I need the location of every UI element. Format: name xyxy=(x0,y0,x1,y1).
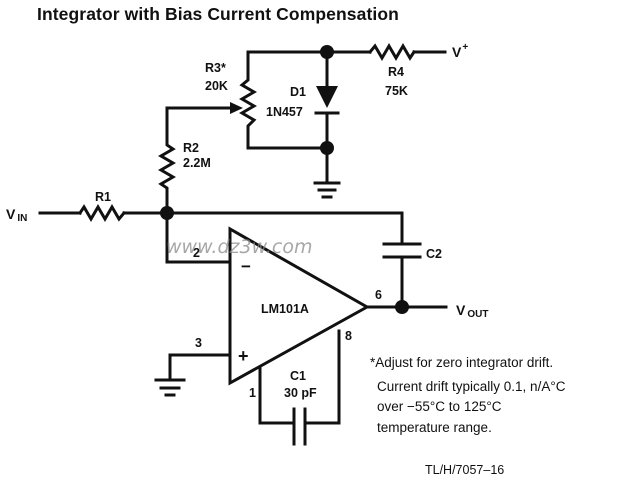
d1-diode xyxy=(314,50,340,150)
figure-id: TL/H/7057–16 xyxy=(425,463,504,477)
r4-label: R4 xyxy=(388,65,404,79)
vin-wire xyxy=(38,204,168,222)
r4-resistor xyxy=(367,43,417,61)
note-line-4: temperature range. xyxy=(377,420,492,435)
r3-wiper-arrow-icon xyxy=(230,102,243,114)
diagram-title: Integrator with Bias Current Compensatio… xyxy=(37,4,399,24)
ground-icon xyxy=(313,146,341,199)
r2-resistor xyxy=(158,106,232,215)
minus-sign: − xyxy=(241,257,251,276)
vplus-label: V+ xyxy=(452,42,468,60)
c1-value: 30 pF xyxy=(284,386,317,400)
pin-8-label: 8 xyxy=(345,329,352,343)
c2-capacitor xyxy=(382,242,422,259)
c2-label: C2 xyxy=(426,247,442,261)
note-line-2: Current drift typically 0.1, n/A°C xyxy=(377,379,566,394)
r1-label: R1 xyxy=(95,190,111,204)
pin-3-label: 3 xyxy=(195,336,202,350)
r1-resistor xyxy=(77,204,127,222)
plus-sign: + xyxy=(238,346,249,366)
r2-label: R2 xyxy=(183,141,199,155)
opamp-lm101a xyxy=(228,226,371,386)
d1-label: D1 xyxy=(290,85,306,99)
watermark: www.dz3w.com xyxy=(166,236,313,258)
d1-value: 1N457 xyxy=(266,105,303,119)
output-node-dot xyxy=(395,300,409,314)
ground-icon xyxy=(154,378,186,397)
pin-2-label: 2 xyxy=(193,246,200,260)
r4-value: 75K xyxy=(385,84,408,98)
c1-capacitor xyxy=(292,407,307,446)
r3-label: R3* xyxy=(205,61,226,75)
r2-value: 2.2M xyxy=(183,156,211,170)
pin-6-label: 6 xyxy=(375,288,382,302)
r3-value: 20K xyxy=(205,79,228,93)
note-line-1: *Adjust for zero integrator drift. xyxy=(370,355,553,370)
r3-potentiometer xyxy=(239,50,329,150)
note-line-3: over −55°C to 125°C xyxy=(377,399,502,414)
pin-1-label: 1 xyxy=(249,386,256,400)
opamp-label: LM101A xyxy=(261,302,309,316)
c1-label: C1 xyxy=(290,369,306,383)
